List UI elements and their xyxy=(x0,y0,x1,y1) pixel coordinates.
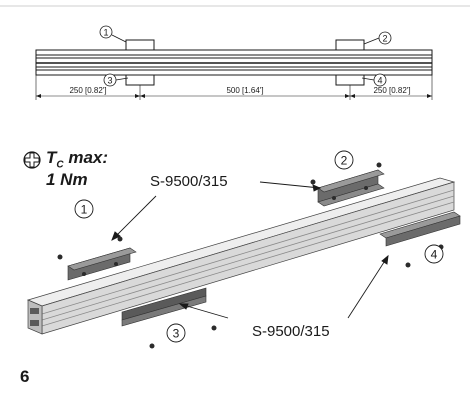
assembly-callouts: 1 2 3 4 xyxy=(74,150,444,343)
clamp-3-outline xyxy=(125,74,155,86)
torque-symbol: T xyxy=(46,148,57,167)
torque-max-label: max: xyxy=(68,148,109,167)
top-view-drawing: 1 2 3 4 250 [0.82'] 500 [1.64'] 250 [0.8… xyxy=(0,5,470,100)
dimension-lines xyxy=(35,75,433,100)
dimension-center: 500 [1.64'] xyxy=(226,86,263,95)
drawing-callout-3: 3 xyxy=(107,76,112,86)
drawing-callouts: 1 2 3 4 xyxy=(99,25,392,87)
drawing-callout-4: 4 xyxy=(377,76,382,86)
assembly-callout-2: 2 xyxy=(341,154,348,168)
leader-arrows xyxy=(111,181,389,319)
clamp-1-outline xyxy=(125,39,155,51)
assembly-callout-4: 4 xyxy=(431,248,438,262)
page-number: 6 xyxy=(20,367,30,386)
dimension-left: 250 [0.82'] xyxy=(69,86,106,95)
torque-value: 1 Nm xyxy=(46,170,88,189)
drawing-callout-1: 1 xyxy=(103,28,108,38)
assembly-illustration: S-9500/315 S-9500/315 1 2 3 4 xyxy=(26,150,461,349)
clamp-outlines xyxy=(125,39,365,86)
clamp-2-outline xyxy=(335,39,365,51)
rail-top-view xyxy=(35,49,433,76)
drawing-callout-2: 2 xyxy=(382,34,387,44)
dimension-right: 250 [0.82'] xyxy=(373,86,410,95)
part-label-bottom: S-9500/315 xyxy=(252,323,330,340)
torque-cross-icon xyxy=(23,151,41,169)
part-label-top: S-9500/315 xyxy=(150,173,228,190)
rail-profile xyxy=(26,177,456,335)
clamp-2 xyxy=(317,169,385,207)
clamp-3 xyxy=(121,287,207,327)
clamp-4-outline xyxy=(335,74,365,86)
assembly-callout-3: 3 xyxy=(173,327,180,341)
clamp-1 xyxy=(67,247,137,281)
assembly-callout-1: 1 xyxy=(81,203,88,217)
clamp-4 xyxy=(379,211,461,247)
torque-subscript: C xyxy=(56,159,64,171)
